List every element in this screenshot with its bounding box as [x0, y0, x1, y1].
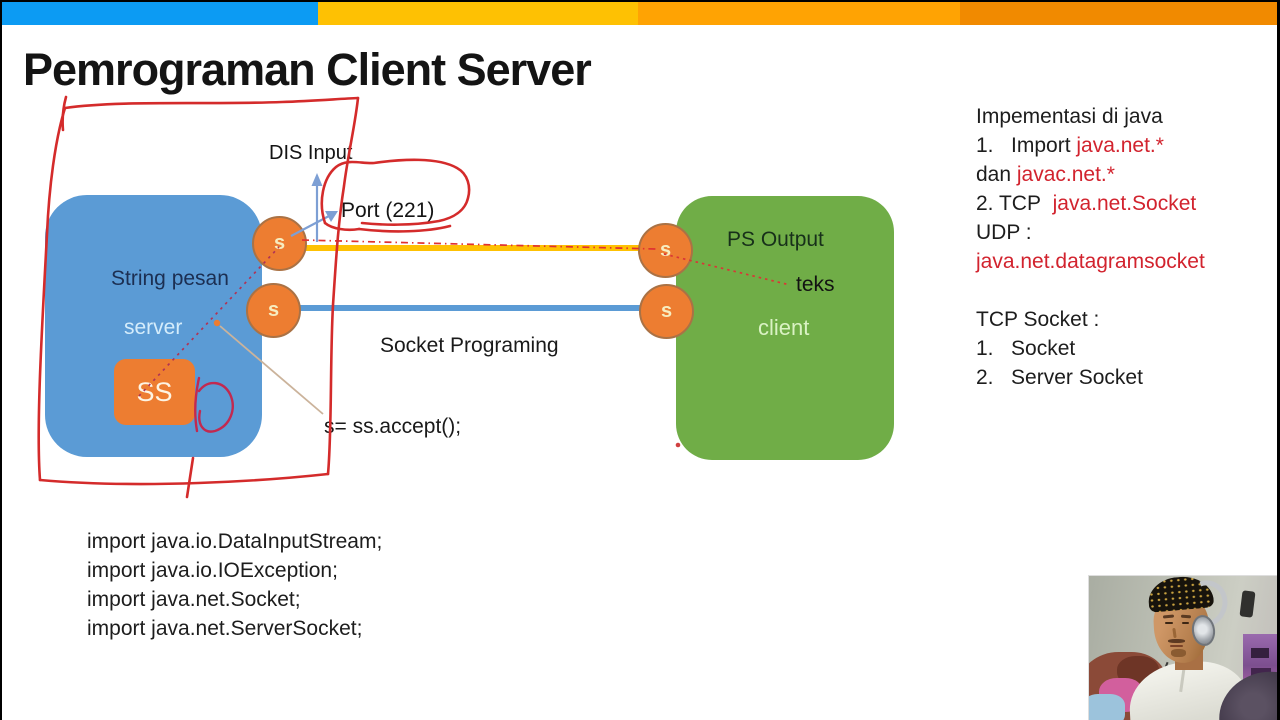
text-line: 2. TCP java.net.Socket	[976, 189, 1276, 218]
red-text-segment: javac.net.*	[1016, 163, 1115, 186]
port-red-underline	[357, 224, 452, 233]
text-line: import java.net.Socket;	[87, 588, 301, 611]
red-rect-top	[63, 96, 360, 110]
text-line: import java.io.IOException;	[87, 559, 338, 582]
text-line: UDP :	[976, 218, 1276, 247]
text-line	[976, 276, 1276, 305]
text-segment: 1. Import	[976, 134, 1077, 157]
socket-letter: s	[273, 232, 286, 254]
text-line: 2. Server Socket	[976, 363, 1276, 392]
webcam-overlay	[1088, 575, 1277, 720]
red-dot	[675, 442, 681, 448]
letterbox-top-edge	[0, 0, 1280, 2]
socket-programming-label: Socket Programing	[380, 334, 559, 357]
client-label-ps-output: PS Output	[727, 228, 824, 251]
text-line: java.net.datagramsocket	[976, 247, 1276, 276]
text-line: TCP Socket :	[976, 305, 1276, 334]
client-box	[676, 196, 894, 460]
text-segment: 2. TCP	[976, 192, 1053, 215]
socket-circle: s	[252, 216, 307, 271]
text-line: 1. Import java.net.*	[976, 131, 1276, 160]
letterbox-right-edge	[1277, 0, 1280, 720]
port-label: Port (221)	[341, 199, 435, 222]
text-line: Impementasi di java	[976, 102, 1276, 131]
webcam-mustache	[1168, 639, 1185, 643]
text-segment: dan	[976, 163, 1017, 186]
port-red-tail	[323, 221, 361, 232]
dis-input-arrowhead	[311, 173, 323, 186]
socket-letter: s	[267, 299, 280, 321]
server-label: server	[124, 316, 183, 339]
socket-letter: s	[660, 300, 673, 322]
text-segment: UDP :	[976, 221, 1032, 244]
top-bar-orange-segment	[638, 2, 960, 25]
slide-title: Pemrograman Client Server	[23, 44, 592, 95]
text-line: dan javac.net.*	[976, 160, 1276, 189]
text-line: import java.io.DataInputStream;	[87, 530, 383, 553]
server-socket-box: SS	[114, 359, 195, 425]
text-segment: 2. Server Socket	[976, 366, 1143, 389]
top-bar-blue-segment	[2, 2, 318, 25]
client-label: client	[758, 315, 810, 340]
top-bar-gold-segment	[318, 2, 638, 25]
webcam-eyebrow	[1180, 614, 1192, 619]
text-segment: Impementasi di java	[976, 105, 1163, 128]
red-text-segment: java.net.Socket	[1052, 192, 1197, 215]
webcam-blue-blanket	[1089, 694, 1125, 720]
client-label-teks: teks	[796, 273, 835, 296]
java-import-code-block: import java.io.DataInputStream; import ja…	[87, 527, 382, 643]
socket-letter: s	[659, 239, 672, 261]
connection-line-yellow	[304, 245, 644, 251]
red-text-segment: java.net.datagramsocket	[976, 250, 1205, 273]
letterbox-left-edge	[0, 0, 2, 720]
red-rect-tick	[185, 456, 195, 499]
connection-line-blue	[298, 305, 644, 311]
socket-circle: s	[639, 284, 694, 339]
text-line: 1. Socket	[976, 334, 1276, 363]
red-rect-start-hook	[61, 95, 68, 132]
webcam-chin-beard	[1171, 649, 1186, 657]
socket-circle: s	[246, 283, 301, 338]
red-rect-bottom	[38, 472, 330, 486]
webcam-wall-object	[1239, 590, 1256, 618]
webcam-mouth	[1170, 645, 1183, 647]
accept-code-label: s= ss.accept();	[324, 415, 462, 438]
top-bar-dark-orange-segment	[960, 2, 1277, 25]
webcam-shelf-books	[1251, 648, 1269, 658]
dis-input-label: DIS Input	[269, 142, 353, 164]
text-line: import java.net.ServerSocket;	[87, 617, 363, 640]
webcam-eye	[1182, 622, 1189, 624]
socket-circle: s	[638, 223, 693, 278]
text-segment: 1. Socket	[976, 337, 1076, 360]
text-segment: TCP Socket :	[976, 308, 1100, 331]
red-text-segment: java.net.*	[1076, 134, 1164, 157]
server-label-string-pesan: String pesan	[111, 267, 229, 290]
webcam-eye	[1165, 622, 1173, 624]
port-arrowhead	[325, 211, 338, 222]
